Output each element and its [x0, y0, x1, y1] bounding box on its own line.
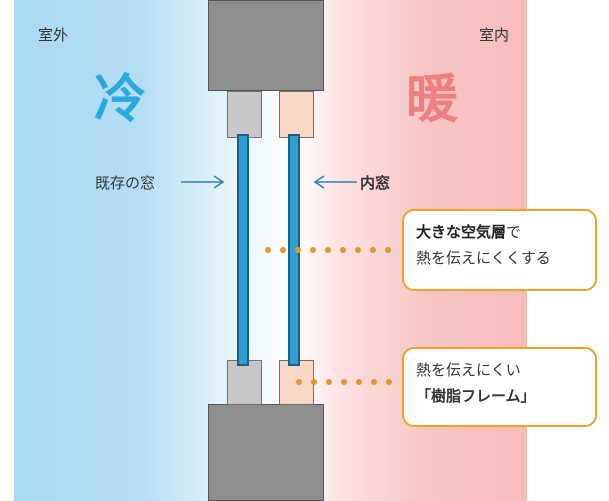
right-arrow-icon — [181, 175, 225, 189]
left-arrow-icon — [313, 175, 357, 189]
existing-window-label: 既存の窓 — [95, 174, 156, 192]
air-layer-callout-line2: 熱を伝えにくくする — [416, 249, 551, 267]
inner-window-label: 内窓 — [360, 174, 391, 192]
air-layer-tail-text: で — [506, 223, 522, 241]
warm-char: 暖 — [406, 70, 459, 130]
existing-window-top-frame — [227, 91, 262, 138]
resin-frame-leader-dots — [296, 379, 392, 385]
air-layer-leader-dots — [265, 247, 391, 253]
existing-window-bottom-frame — [227, 360, 262, 405]
resin-frame-callout: 熱を伝えにくい 「樹脂フレーム」 — [402, 347, 597, 427]
resin-frame-callout-line1: 熱を伝えにくい — [416, 361, 521, 379]
inner-window-bottom-frame — [279, 360, 314, 405]
cold-char: 冷 — [94, 70, 147, 130]
inner-window-top-frame — [279, 91, 314, 138]
air-layer-bold-text: 大きな空気層 — [416, 223, 507, 241]
outside-label: 室外 — [38, 26, 69, 44]
inside-label: 室内 — [479, 26, 510, 44]
air-layer-callout: 大きな空気層で 熱を伝えにくくする — [402, 209, 597, 291]
bottom-wall-frame — [208, 404, 324, 501]
resin-frame-callout-line2: 「樹脂フレーム」 — [416, 387, 536, 405]
air-layer-callout-line1: 大きな空気層で — [416, 219, 583, 245]
top-wall-frame — [208, 0, 324, 91]
existing-window-glass — [237, 134, 249, 366]
